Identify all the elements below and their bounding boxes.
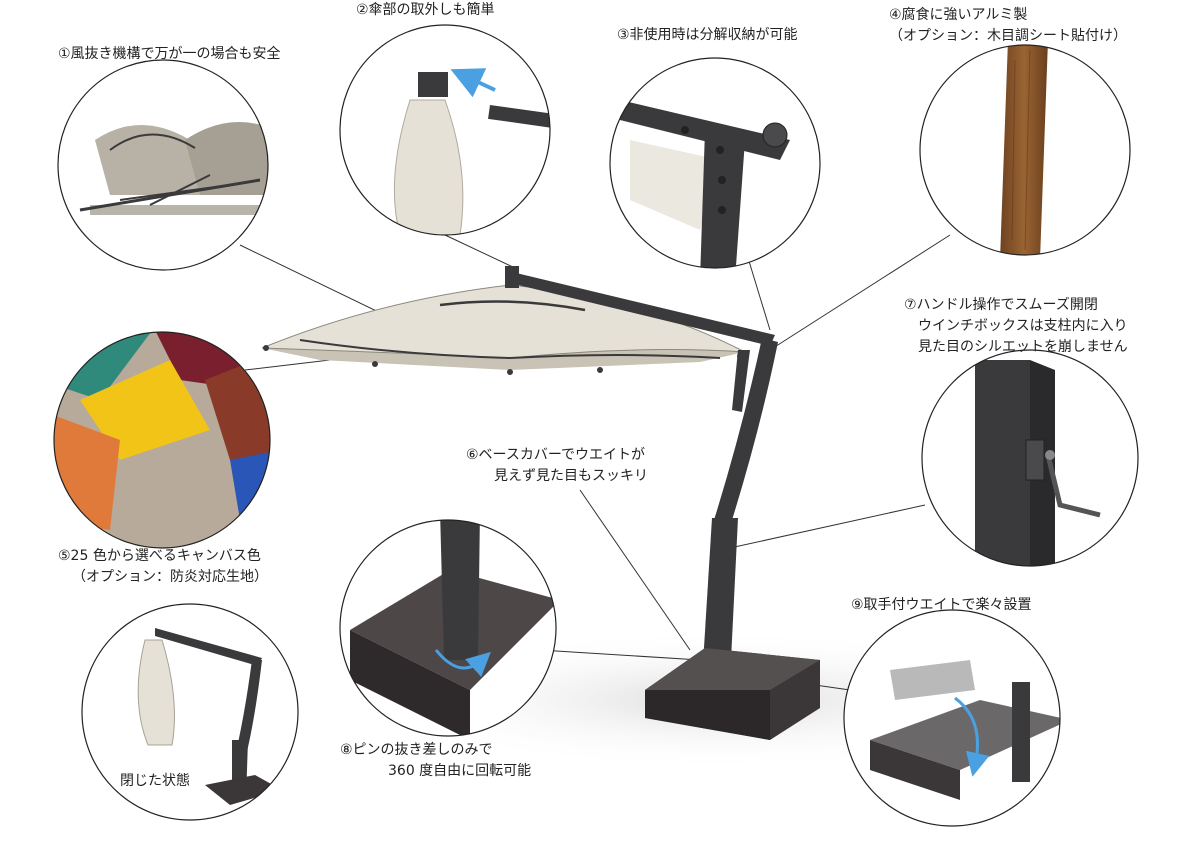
feature-5-line-2: （オプション：防炎対応生地） [72,569,268,585]
feature-9-line-1: ⑨取手付ウエイトで楽々設置 [851,597,1032,613]
feature-6-label: ⑥ベースカバーでウエイトが 見えず見た目もスッキリ [466,445,648,487]
feature-8-line-2: 360 度自由に回転可能 [388,763,532,779]
main-umbrella [261,266,820,740]
feature-3-label: ③非使用時は分解収納が可能 [617,25,798,46]
detail-wood-finish [919,44,1131,256]
feature-6-line-1: ⑥ベースカバーでウエイトが [466,447,646,463]
feature-8-label: ⑧ピンの抜き差しのみで 360 度自由に回転可能 [340,740,531,782]
feature-1-line-1: ①風抜き機構で万が一の場合も安全 [58,46,281,62]
feature-7-line-3: 見た目のシルエットを崩しません [918,339,1128,355]
detail-rotation-base [339,519,557,737]
detail-canopy-removal [339,24,551,236]
feature-2-label: ②傘部の取外しも簡単 [356,0,495,21]
feature-7-label: ⑦ハンドル操作でスムーズ開閉 ウインチボックスは支柱内に入り 見た目のシルエット… [904,295,1128,358]
feature-4-line-2: （オプション：木目調シート貼付け） [889,28,1127,44]
feature-2-line-1: ②傘部の取外しも簡単 [356,2,495,18]
closed-state-label: 閉じた状態 [120,773,190,789]
feature-7-line-2: ウインチボックスは支柱内に入り [918,318,1128,334]
feature-3-line-1: ③非使用時は分解収納が可能 [617,27,798,43]
feature-7-line-1: ⑦ハンドル操作でスムーズ開閉 [904,297,1098,313]
detail-winch-handle [921,349,1139,567]
detail-canvas-colors [53,331,271,549]
feature-4-label: ④腐食に強いアルミ製 （オプション：木目調シート貼付け） [889,5,1127,47]
feature-5-line-1: ⑤25 色から選べるキャンバス色 [58,548,261,564]
feature-4-line-1: ④腐食に強いアルミ製 [889,7,1028,23]
detail-closed-state [81,603,299,821]
detail-wind-vent [57,59,269,271]
detail-weights [843,609,1061,827]
feature-1-label: ①風抜き機構で万が一の場合も安全 [58,44,281,65]
feature-5-label: ⑤25 色から選べるキャンバス色 （オプション：防炎対応生地） [58,546,268,588]
feature-8-line-1: ⑧ピンの抜き差しのみで [340,742,493,758]
feature-6-line-2: 見えず見た目もスッキリ [494,468,648,484]
detail-disassembly [609,57,821,269]
feature-9-label: ⑨取手付ウエイトで楽々設置 [851,595,1032,616]
